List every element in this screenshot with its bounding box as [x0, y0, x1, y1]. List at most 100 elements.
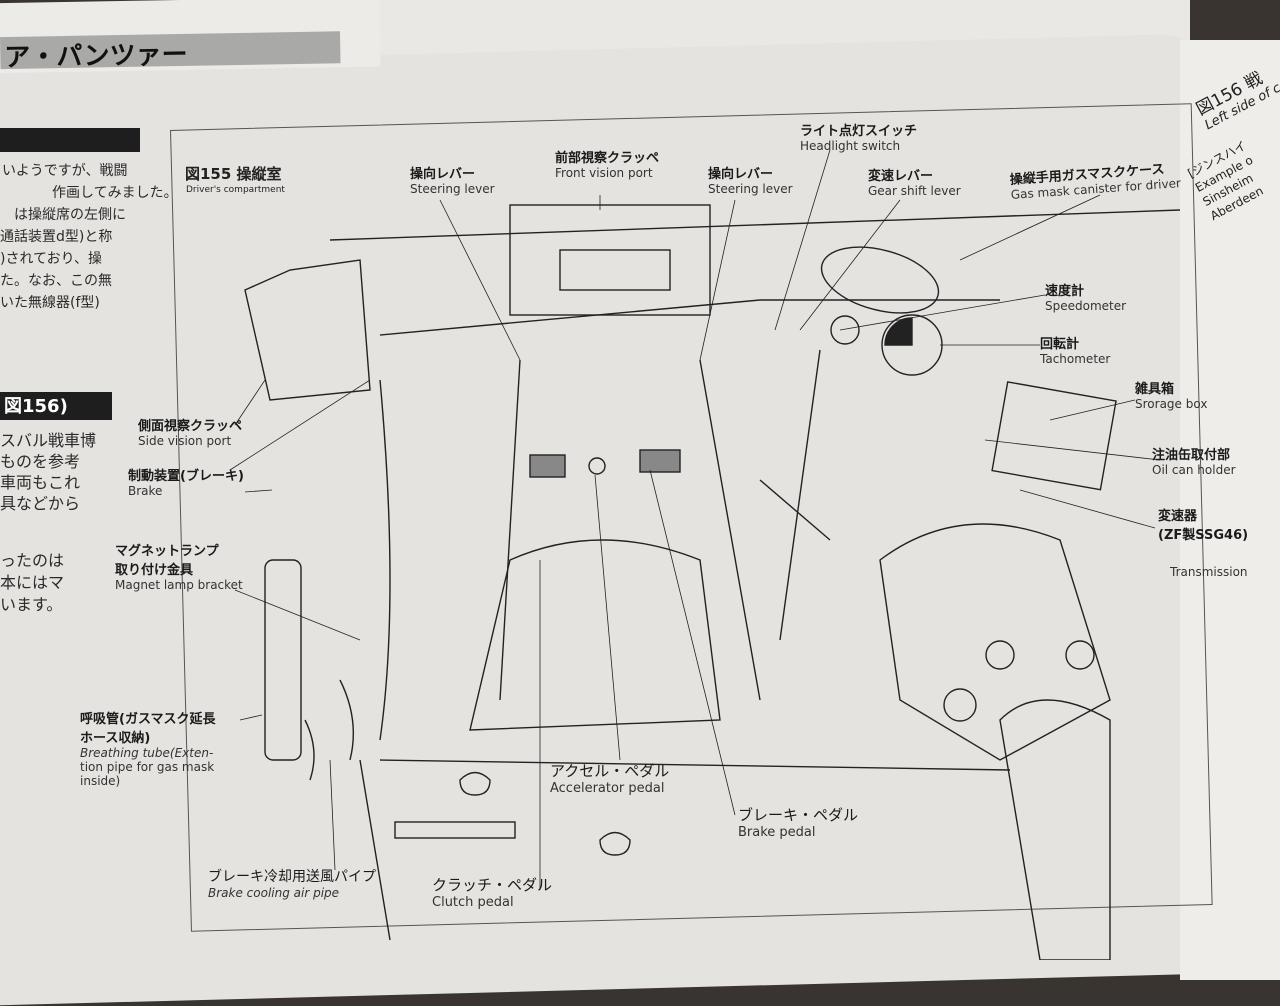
label-text: Headlight switch: [800, 139, 901, 153]
label-text: Brake pedal: [738, 825, 816, 840]
left-paragraph-2: スバル戦車博 ものを参考 車両もこれ 具などから: [0, 430, 96, 514]
text-line: ったのは: [0, 551, 65, 570]
front-vision-port: [509, 204, 711, 316]
label-text: tion pipe for gas mask: [80, 760, 215, 774]
text-line: は操縦席の左側に: [14, 207, 126, 223]
label-text: Transmission: [1170, 565, 1248, 579]
text-line: 作画してみました。: [52, 185, 178, 201]
steering-lever-guides: [499, 359, 761, 701]
label-text: Clutch pedal: [432, 895, 514, 910]
text-line: た。なお、この無: [0, 273, 112, 289]
transmission-port: [985, 640, 1015, 670]
label-text: 制動装置(ブレーキ): [128, 469, 244, 484]
label-text: ホース収納): [80, 731, 151, 746]
left-paragraph-3: ったのは 本にはマ います。: [0, 550, 64, 616]
text-line: ものを参考: [0, 452, 81, 471]
storage-box: [991, 381, 1117, 491]
label-text: Gear shift lever: [868, 184, 961, 198]
clutch-pedal: [529, 454, 566, 478]
label-breathing-tube: 呼吸管(ガスマスク延長ホース収納)Breathing tube(Exten-ti…: [80, 708, 216, 788]
label-text: 注油缶取付部: [1152, 448, 1231, 463]
label-text: ブレーキ・ペダル: [738, 806, 859, 824]
floor-plate: [394, 821, 516, 839]
back-sheet-heading: ア・パンツァー: [4, 39, 188, 74]
back-sheet-heading-bar: ア・パンツァー: [0, 31, 341, 73]
label-text: ライト点灯スイッチ: [800, 124, 918, 139]
label-text: マグネットランプ: [115, 544, 219, 559]
brake-pedal: [639, 449, 681, 473]
section-heading: 図156): [0, 392, 112, 420]
label-text: クラッチ・ペダル: [432, 876, 553, 894]
text-line: 本にはマ: [0, 573, 65, 592]
section-bar: [0, 128, 140, 152]
label-text: Side vision port: [138, 434, 232, 448]
label-text: Brake: [128, 484, 163, 498]
figure-subtitle: Driver's compartment: [186, 185, 285, 195]
text-line: 通話装置d型)と称: [0, 229, 113, 245]
label-text: 雑具箱: [1135, 382, 1175, 397]
tachometer-dial: [884, 317, 913, 346]
label-text: Tachometer: [1040, 352, 1111, 366]
hull-roof-line: [329, 209, 1181, 241]
label-text: ブレーキ冷却用送風パイプ: [208, 869, 376, 885]
speedometer: [830, 315, 860, 345]
label-text: 側面視察クラッペ: [138, 419, 243, 434]
label-text: 前部視察クラッペ: [555, 151, 660, 166]
label-text: アクセル・ペダル: [550, 762, 670, 780]
breathing-tube: [304, 679, 354, 781]
text-line: います。: [0, 595, 63, 614]
left-wall: [379, 379, 391, 741]
text-line: 具などから: [0, 494, 81, 513]
label-text: inside): [80, 774, 121, 788]
label-text: 回転計: [1040, 337, 1080, 352]
label-text: Brake cooling air pipe: [208, 886, 340, 900]
text-line: いた無線器(f型): [0, 295, 100, 311]
text-line: 車両もこれ: [0, 473, 81, 492]
label-brake: 制動装置(ブレーキ)Brake: [128, 465, 244, 498]
transmission-shaft: [999, 699, 1111, 960]
label-text: 変速レバー: [868, 169, 934, 184]
label-text: 呼吸管(ガスマスク延長: [80, 712, 216, 727]
label-text: Srorage box: [1135, 397, 1208, 411]
right-page: [1180, 40, 1280, 980]
label-text: (ZF製SSG46): [1158, 528, 1249, 543]
text-line: )されており、操: [0, 251, 103, 267]
floor-edge: [359, 759, 1011, 941]
figure-title: 図155 操縦室: [185, 165, 282, 183]
magnet-lamp-pipe: [264, 559, 302, 761]
label-text: 操向レバー: [410, 167, 476, 182]
transmission-housing: [879, 523, 1111, 761]
label-text: 変速器: [1158, 509, 1198, 524]
accelerator-pedal: [588, 457, 606, 475]
text-line: スバル戦車博: [0, 431, 97, 450]
transmission-port: [1065, 640, 1095, 670]
driver-seat: [469, 539, 721, 731]
vision-block: [559, 249, 671, 291]
transmission-port: [943, 688, 977, 722]
label-text: Front vision port: [555, 166, 653, 180]
label-text: Speedometer: [1045, 299, 1127, 313]
label-text: Steering lever: [708, 182, 793, 196]
leader-lines: [229, 149, 1161, 890]
label-text: Breathing tube(Exten-: [80, 746, 214, 760]
label-text: 取り付け金具: [115, 563, 194, 578]
label-text: 操向レバー: [708, 167, 774, 182]
floor-hatch: [459, 771, 491, 796]
label-text: Magnet lamp bracket: [115, 578, 243, 592]
side-vision-port: [244, 259, 371, 401]
label-transmission: 変速器 (ZF製SSG46) Transmission: [1158, 505, 1248, 579]
gas-mask-canister: [820, 246, 940, 314]
